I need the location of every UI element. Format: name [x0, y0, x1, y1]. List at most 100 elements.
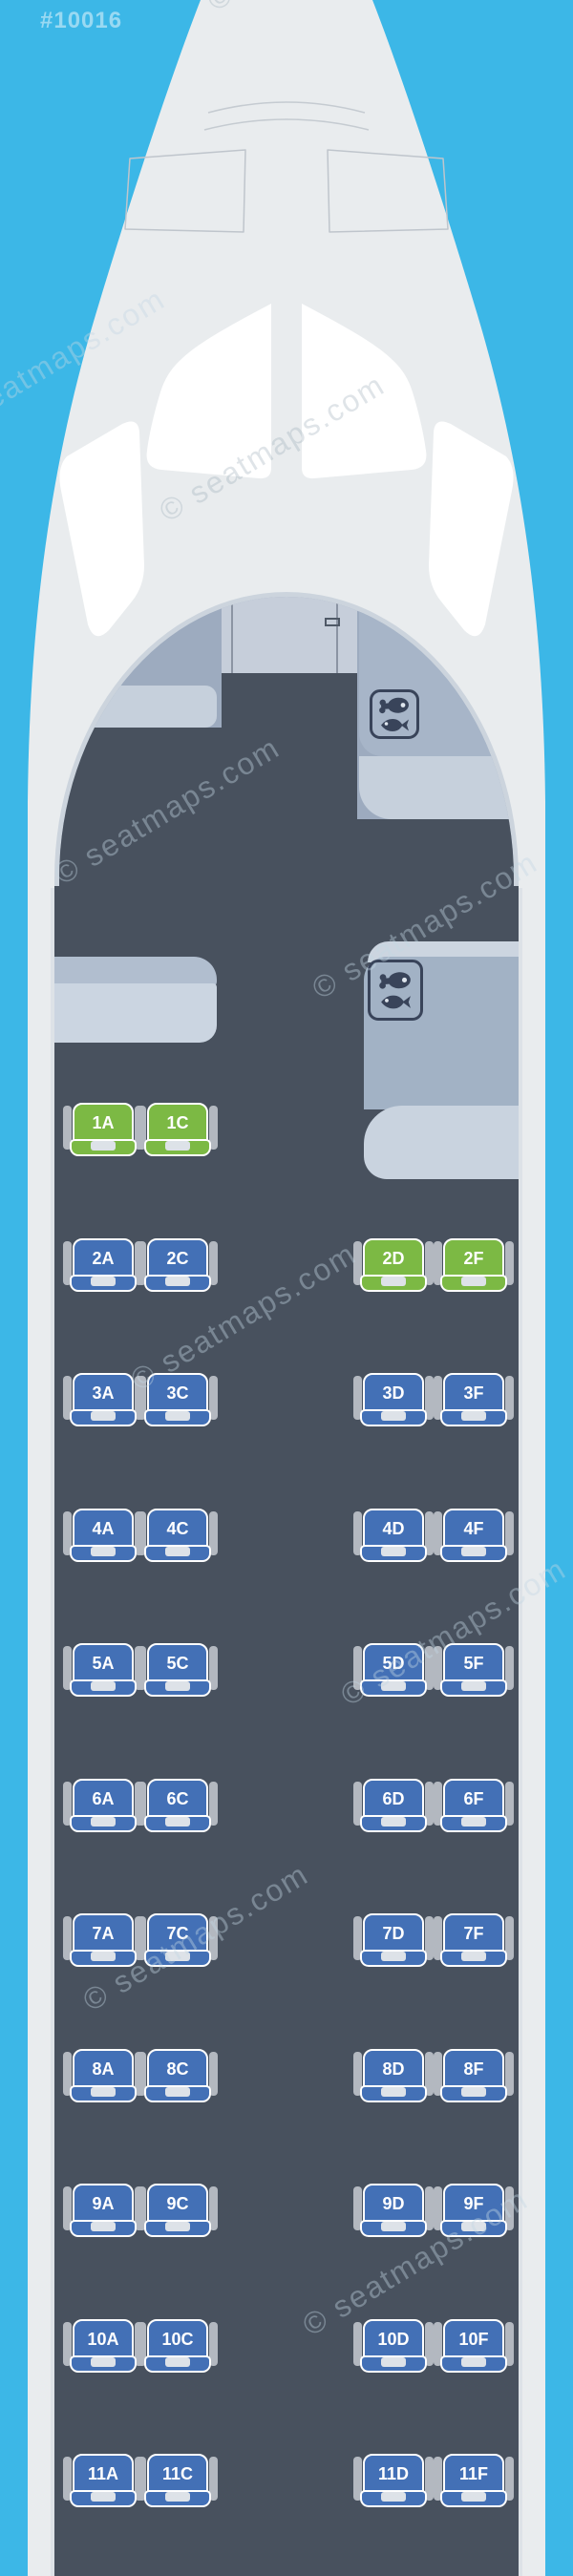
seat-5D[interactable]: 5D: [353, 1643, 434, 1697]
seat-7D[interactable]: 7D: [353, 1913, 434, 1967]
seat-armrest-right: [425, 2457, 434, 2501]
seat-5A[interactable]: 5A: [63, 1643, 143, 1697]
seat-1C[interactable]: 1C: [138, 1103, 218, 1156]
seat-4D[interactable]: 4D: [353, 1509, 434, 1562]
nose-seam-line: [207, 101, 366, 114]
seat-11C[interactable]: 11C: [138, 2454, 218, 2507]
seat-2F[interactable]: 2F: [434, 1238, 514, 1292]
seat-4A[interactable]: 4A: [63, 1509, 143, 1562]
seat-1A[interactable]: 1A: [63, 1103, 143, 1156]
seat-armrest-left: [434, 2457, 442, 2501]
cockpit-door: [222, 597, 357, 673]
seat-armrest-right: [505, 2052, 514, 2096]
seat-headrest-notch: [461, 2087, 486, 2097]
seat-armrest-left: [434, 1511, 442, 1555]
seat-3C[interactable]: 3C: [138, 1373, 218, 1426]
seat-4C[interactable]: 4C: [138, 1509, 218, 1562]
seat-armrest-left: [138, 1782, 146, 1826]
seat-headrest-notch: [165, 2492, 190, 2502]
seat-headrest-notch: [91, 1277, 116, 1286]
seat-armrest-left: [353, 2052, 362, 2096]
seat-10A[interactable]: 10A: [63, 2319, 143, 2373]
seat-4F[interactable]: 4F: [434, 1509, 514, 1562]
seat-3D[interactable]: 3D: [353, 1373, 434, 1426]
seat-label: 5A: [92, 1653, 115, 1673]
seat-6F[interactable]: 6F: [434, 1779, 514, 1832]
seat-2C[interactable]: 2C: [138, 1238, 218, 1292]
seat-10F[interactable]: 10F: [434, 2319, 514, 2373]
seat-headrest-notch: [91, 2087, 116, 2097]
seat-10D[interactable]: 10D: [353, 2319, 434, 2373]
seat-armrest-left: [138, 2322, 146, 2366]
seat-armrest-right: [505, 1782, 514, 1826]
seat-back: [73, 2049, 134, 2091]
seat-headrest-notch: [91, 1952, 116, 1961]
seat-armrest-right: [505, 2186, 514, 2230]
seat-headrest-notch: [461, 1681, 486, 1691]
seat-9A[interactable]: 9A: [63, 2184, 143, 2237]
seat-armrest-right: [209, 1241, 218, 1285]
seat-3A[interactable]: 3A: [63, 1373, 143, 1426]
seat-3F[interactable]: 3F: [434, 1373, 514, 1426]
seat-label: 2C: [166, 1248, 189, 1268]
seat-7F[interactable]: 7F: [434, 1913, 514, 1967]
seat-armrest-left: [434, 2322, 442, 2366]
seat-6C[interactable]: 6C: [138, 1779, 218, 1832]
seat-label: 8A: [92, 2059, 115, 2079]
seat-11F[interactable]: 11F: [434, 2454, 514, 2507]
seat-back: [147, 1103, 208, 1145]
seat-armrest-right: [505, 1376, 514, 1420]
seat-11A[interactable]: 11A: [63, 2454, 143, 2507]
seat-back: [147, 1643, 208, 1685]
seat-armrest-right: [425, 1782, 434, 1826]
seat-armrest-right: [425, 2322, 434, 2366]
seat-headrest-notch: [91, 1411, 116, 1421]
seat-7A[interactable]: 7A: [63, 1913, 143, 1967]
seat-8D[interactable]: 8D: [353, 2049, 434, 2102]
seat-armrest-left: [63, 1782, 72, 1826]
seat-10C[interactable]: 10C: [138, 2319, 218, 2373]
seat-headrest-notch: [165, 1952, 190, 1961]
seat-9F[interactable]: 9F: [434, 2184, 514, 2237]
seat-label: 7F: [463, 1923, 484, 1943]
seat-label: 6C: [166, 1788, 189, 1808]
seat-5C[interactable]: 5C: [138, 1643, 218, 1697]
seat-2A[interactable]: 2A: [63, 1238, 143, 1292]
forward-galley-panel: [359, 597, 514, 756]
seat-6D[interactable]: 6D: [353, 1779, 434, 1832]
seat-11D[interactable]: 11D: [353, 2454, 434, 2507]
seat-label: 1A: [92, 1112, 115, 1132]
seat-label: 11A: [87, 2463, 119, 2483]
seat-label: 3F: [463, 1383, 484, 1403]
seat-armrest-right: [505, 1646, 514, 1690]
seat-8C[interactable]: 8C: [138, 2049, 218, 2102]
seat-headrest-notch: [165, 2357, 190, 2367]
seat-back: [147, 1509, 208, 1551]
seat-headrest-notch: [461, 1547, 486, 1556]
seat-back: [147, 2319, 208, 2361]
seat-armrest-right: [505, 1916, 514, 1960]
roof-panel-outline: [124, 149, 246, 233]
seat-headrest-notch: [381, 2222, 406, 2231]
seat-armrest-left: [138, 1241, 146, 1285]
seat-armrest-left: [353, 2322, 362, 2366]
seat-2D[interactable]: 2D: [353, 1238, 434, 1292]
seat-label: 10D: [377, 2329, 410, 2349]
seat-headrest-notch: [91, 2222, 116, 2231]
seat-9C[interactable]: 9C: [138, 2184, 218, 2237]
roof-panel-outline: [327, 149, 449, 233]
seat-6A[interactable]: 6A: [63, 1779, 143, 1832]
cockpit-door-line: [336, 597, 338, 673]
seat-headrest-notch: [165, 1141, 190, 1151]
seat-headrest-notch: [91, 1817, 116, 1826]
seat-5F[interactable]: 5F: [434, 1643, 514, 1697]
seat-armrest-right: [209, 2322, 218, 2366]
mid-galley-counter: [364, 1106, 519, 1179]
seat-9D[interactable]: 9D: [353, 2184, 434, 2237]
seat-8A[interactable]: 8A: [63, 2049, 143, 2102]
seat-8F[interactable]: 8F: [434, 2049, 514, 2102]
seat-label: 5C: [166, 1653, 189, 1673]
seat-headrest-notch: [91, 1681, 116, 1691]
seat-armrest-right: [425, 2186, 434, 2230]
seat-7C[interactable]: 7C: [138, 1913, 218, 1967]
